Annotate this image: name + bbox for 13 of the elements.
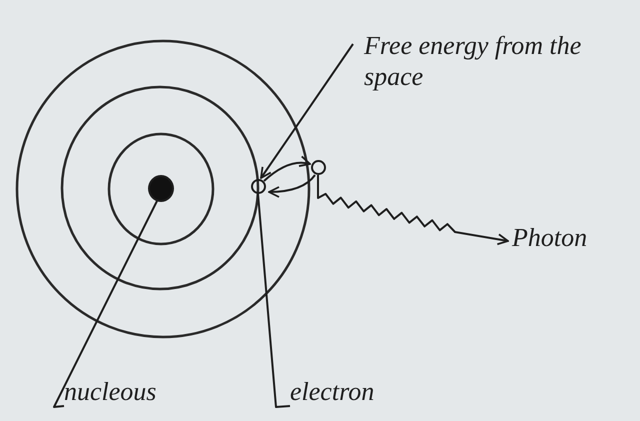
wavy-arrow	[317, 175, 509, 246]
handwritten-label: Photon	[512, 222, 608, 256]
arrow	[260, 43, 354, 179]
curved-arrow	[268, 174, 316, 198]
handwritten-label: Free energy from the space	[350, 30, 590, 100]
handwritten-label: electron	[290, 376, 420, 412]
leader-line	[53, 200, 158, 408]
electron-circle	[251, 179, 266, 194]
curved-arrow	[263, 156, 311, 182]
electron-circle	[311, 160, 326, 175]
handwritten-label: nucleous	[64, 376, 204, 412]
nucleus-dot	[148, 175, 174, 202]
leader-line	[257, 194, 290, 408]
